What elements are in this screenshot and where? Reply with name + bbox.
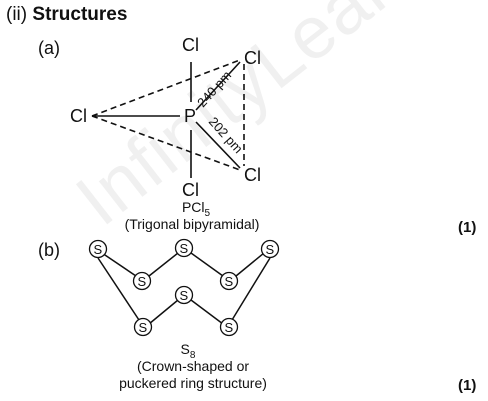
dashed-edges: [91, 59, 245, 171]
sulfur-atom-4: S: [219, 271, 239, 291]
pcl5-structure: [91, 59, 245, 178]
atom-cl-lower-right: Cl: [244, 165, 261, 185]
heading-title: Structures: [32, 4, 128, 25]
marks-b: (1): [458, 377, 477, 394]
s8-description-line2: puckered ring structure): [119, 375, 267, 391]
atom-cl-upper-right: Cl: [244, 48, 261, 68]
bond-p-cl-lower-right: [195, 121, 241, 169]
sulfur-atom-2: S: [132, 271, 152, 291]
s8-structure: [97, 252, 271, 325]
atom-cl-top: Cl: [182, 35, 199, 55]
marks-a: (1): [458, 219, 477, 236]
atom-cl-left: Cl: [70, 106, 87, 126]
atom-cl-bottom: Cl: [182, 180, 199, 200]
sulfur-atom-6: S: [174, 285, 194, 305]
sulfur-atom-3: S: [174, 238, 194, 258]
section-heading: (ii) Structures: [6, 4, 127, 26]
dash-left-lower: [91, 115, 241, 171]
part-b-label: (b): [38, 240, 60, 260]
svg-text:S: S: [180, 288, 189, 303]
bond-length-equatorial: 202 pm: [206, 114, 246, 156]
svg-text:S: S: [266, 242, 275, 257]
svg-text:S: S: [225, 274, 234, 289]
s8-description-line1: (Crown-shaped or: [136, 358, 250, 374]
svg-text:S: S: [138, 274, 147, 289]
svg-text:S: S: [94, 242, 103, 257]
part-a-label: (a): [38, 38, 60, 58]
sulfur-atom-7: S: [133, 317, 153, 337]
s8-atoms: S S S S S S S S: [88, 238, 280, 337]
pcl5-description: (Trigonal bipyramidal): [124, 216, 260, 232]
bond-length-axial: 240 pm: [194, 68, 234, 110]
sulfur-atom-5: S: [260, 239, 280, 259]
dash-left-upper: [91, 59, 241, 117]
sulfur-atom-8: S: [219, 317, 239, 337]
bond-p-cl-upper-right: [195, 61, 241, 111]
atom-p: P: [184, 106, 196, 126]
heading-prefix: (ii): [6, 4, 28, 25]
s8-formula: S8: [180, 341, 196, 361]
svg-text:S: S: [180, 241, 189, 256]
sulfur-atom-1: S: [88, 239, 108, 259]
pcl5-formula: PCl5: [181, 199, 211, 219]
svg-text:S: S: [139, 320, 148, 335]
svg-text:S: S: [225, 320, 234, 335]
